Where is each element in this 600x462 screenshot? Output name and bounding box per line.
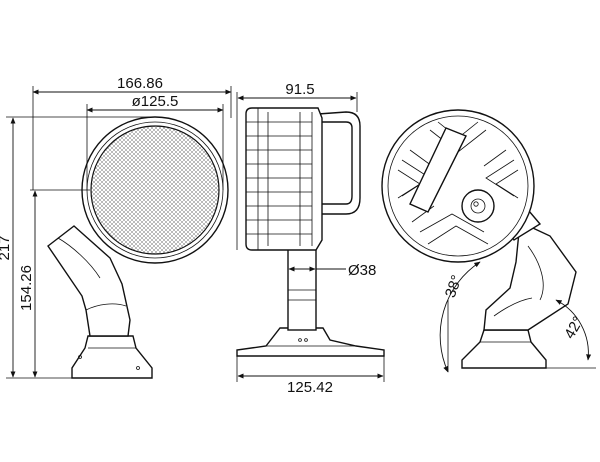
side-housing (245, 107, 323, 251)
front-arm (47, 225, 131, 337)
dim-stem-diameter: Ø38 (348, 262, 376, 279)
dim-base-width: 125.42 (287, 379, 333, 396)
rear-view: 38° 42° (381, 109, 596, 373)
rear-knob (461, 189, 495, 223)
dim-overall-height: 217 (0, 235, 13, 260)
front-view: 166.86 ø125.5 217 154.26 (0, 75, 232, 379)
side-view: 91.5 Ø38 125.42 (236, 81, 385, 396)
dim-tilt-angle-head: 38° (442, 273, 466, 300)
side-base (236, 327, 385, 357)
dim-depth: 91.5 (285, 81, 314, 98)
side-handle (317, 111, 361, 215)
front-base (71, 335, 153, 379)
dim-tilt-angle-arm: 42° (561, 314, 587, 342)
front-lens-mesh (90, 125, 220, 255)
side-fins (246, 108, 313, 250)
rear-rib (409, 127, 467, 213)
rear-base (461, 329, 547, 369)
side-stem (287, 245, 317, 331)
rear-arm (483, 220, 577, 331)
dim-overall-width: 166.86 (117, 75, 163, 92)
dim-lens-diameter: ø125.5 (132, 93, 179, 110)
dim-mount-height: 154.26 (18, 265, 35, 311)
